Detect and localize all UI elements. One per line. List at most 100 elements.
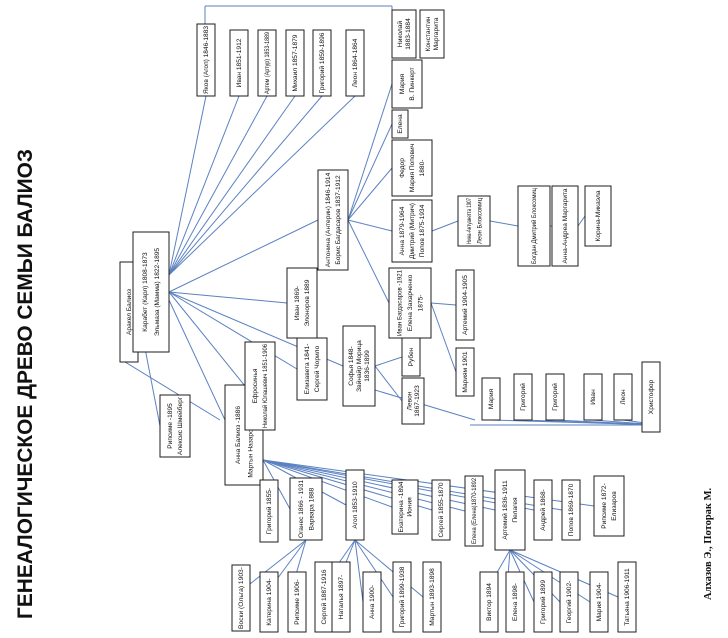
person-name: Артем (Артур) 1853-1889 xyxy=(264,32,271,94)
person-name: Оганес 1866 - 1931 xyxy=(298,480,305,538)
person-box xyxy=(257,29,277,97)
person-name: Левон xyxy=(407,391,414,410)
person-node-vaskan: Воски (Ольга) 1903- xyxy=(231,564,251,632)
person-box xyxy=(391,59,423,109)
person-name: Екатерина -1894 xyxy=(398,481,405,532)
person-name: Алексис Шмейберг xyxy=(176,396,184,455)
person-node-grigoriy1855: Григорий 1855- xyxy=(259,479,279,543)
person-name: Иония xyxy=(407,497,414,517)
connector-line xyxy=(374,389,476,421)
person-name: Григорий 1899 xyxy=(539,580,547,624)
person-box xyxy=(331,561,351,633)
person-box xyxy=(545,373,565,421)
person-node-ivanR: Иван xyxy=(583,373,603,421)
person-node-grigoriy: Григорий 1859-1896 xyxy=(312,29,332,97)
person-name: Елена Захарченко xyxy=(407,274,414,331)
person-node-karabet: Карабет (Карл) 1808-1873 Эльмаза (Мамма) … xyxy=(132,231,170,353)
person-box xyxy=(593,475,625,537)
person-box xyxy=(401,377,425,425)
person-box xyxy=(286,267,318,339)
person-node-ripsime1872: Рипсиме 1872-Елизаров xyxy=(593,475,625,537)
connector-line xyxy=(431,220,459,232)
person-node-artemiy: Артем (Артур) 1853-1889 xyxy=(257,29,277,97)
connector-line xyxy=(262,459,393,508)
person-name: Попов 1869-1870 xyxy=(568,483,575,536)
person-node-ruben: Рубен xyxy=(401,337,421,377)
person-node-ripsimeL: Рипсиме 1906- xyxy=(287,571,307,633)
connector-line xyxy=(430,302,457,373)
person-name: Виктор 1894 xyxy=(486,583,493,621)
person-name: Елизавета 1841- xyxy=(304,344,311,395)
person-box xyxy=(196,23,216,97)
person-box xyxy=(455,269,475,341)
person-name: Элоноров 1889 xyxy=(304,279,311,326)
person-name: Елизаров xyxy=(611,491,618,521)
person-node-grigoriyR2: Григорий xyxy=(545,373,565,421)
connector-line xyxy=(347,167,393,221)
person-name: Леон xyxy=(620,389,627,405)
connector-line xyxy=(354,539,364,603)
person-name: Эльмаза (Мамма) 1822-1895 xyxy=(154,248,161,337)
person-node-mariya1904: Мария 1904- xyxy=(589,571,609,633)
connector-line xyxy=(347,83,393,221)
person-name: Попов 1875-1934 xyxy=(419,204,426,257)
person-box xyxy=(589,571,609,633)
person-box xyxy=(345,469,365,541)
person-name: Воски (Ольга) 1903- xyxy=(238,567,245,629)
person-name: Мария xyxy=(488,388,495,409)
person-name: Рипсиме 1872- xyxy=(601,483,608,529)
person-box xyxy=(392,561,412,633)
person-box xyxy=(224,384,264,486)
person-name: Звйнайр Морица xyxy=(355,340,363,392)
person-name: 1875- xyxy=(418,295,425,312)
connector-line xyxy=(168,291,246,387)
person-name: 1867-1923 xyxy=(414,385,421,417)
person-node-georgiy: Георгий 1902- xyxy=(559,571,579,633)
person-node-andrey: Андрей 1868- xyxy=(533,479,553,541)
person-box xyxy=(391,199,433,263)
connector-line xyxy=(168,299,226,421)
connector-line xyxy=(354,539,424,598)
person-box xyxy=(479,571,499,633)
person-name: Григорий 1859-1896 xyxy=(318,32,326,93)
tree-title: ГЕНЕАЛОГИЧЕСКОЕ ДРЕВО СЕМЬИ БАЛИОЗ xyxy=(14,149,37,619)
person-name: Рипсиме -1895 xyxy=(167,403,174,449)
person-name: Карабет (Карл) 1808-1873 xyxy=(141,252,149,332)
person-name: Анна-Андреа Маргарита xyxy=(562,188,569,263)
connector-line xyxy=(489,220,519,227)
person-box xyxy=(422,561,442,633)
person-name: Григорий xyxy=(551,383,559,411)
person-name: Константин xyxy=(425,16,432,51)
connector-line xyxy=(347,123,393,221)
person-name: Артемий 1836-1911 xyxy=(501,480,509,540)
person-name: Георгий 1902- xyxy=(565,581,573,624)
connector-line xyxy=(168,95,296,276)
connector-line xyxy=(262,459,496,511)
person-box xyxy=(551,185,579,267)
person-name: Николай xyxy=(396,21,404,47)
person-name: Елена xyxy=(397,114,404,134)
person-name: Анна 1900- xyxy=(369,585,376,619)
person-box xyxy=(159,394,191,458)
connector-line xyxy=(347,219,390,304)
person-box xyxy=(431,479,451,541)
connector-line xyxy=(374,365,403,402)
person-node-grigoriy1899b: Григорий 1899 xyxy=(533,571,553,633)
person-name: Григорий 1855- xyxy=(265,488,273,534)
connector-line xyxy=(168,291,298,370)
person-name: Рубен xyxy=(407,347,415,366)
person-name: Антонина (Антерин) 1846-1914 xyxy=(325,172,332,267)
person-node-elena1898: Елена 1898- xyxy=(505,571,525,633)
person-node-sergey1855: Сергей 1855-1870 xyxy=(431,479,451,541)
person-name: Иван 1851-1912 xyxy=(236,38,243,87)
